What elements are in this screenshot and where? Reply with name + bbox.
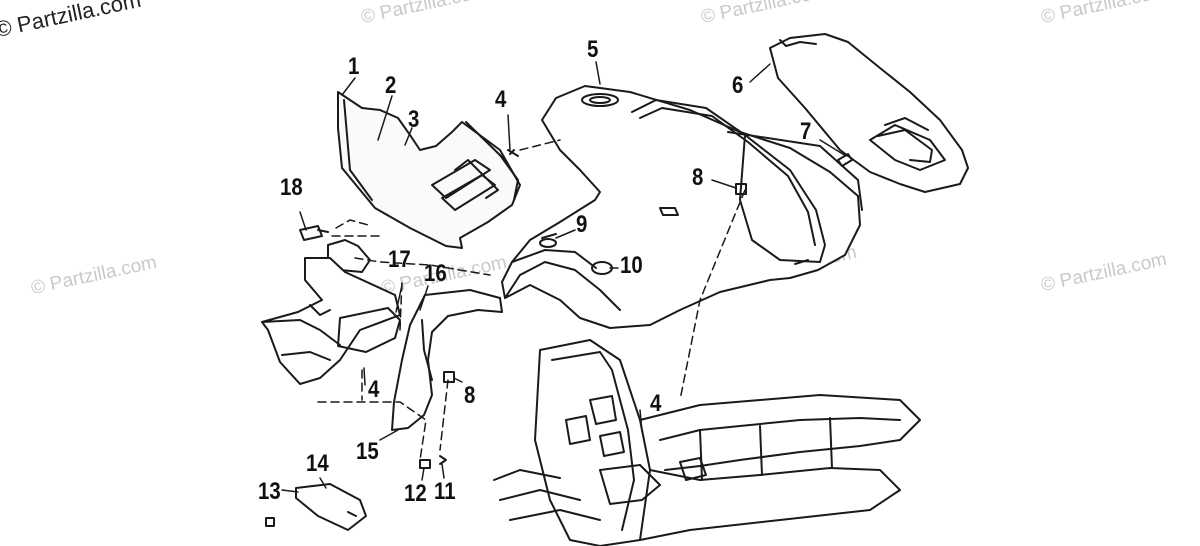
callout-11: 11 [434,478,456,505]
callout-9: 9 [576,211,588,238]
callout-8-lower: 8 [464,382,476,409]
frame-part [493,339,921,546]
callout-4-left: 4 [368,376,380,403]
fastener-part-9 [541,233,557,239]
callout-8-top: 8 [692,164,704,191]
side-panel-part [337,91,521,249]
nut-part-8-top [735,183,747,195]
callout-7: 7 [800,118,812,145]
nut-part-8-lower [443,371,455,383]
bolt-part-18 [299,225,329,241]
callout-4-frame: 4 [650,390,662,417]
callout-1: 1 [348,53,360,80]
callout-16: 16 [424,260,447,287]
callout-13: 13 [258,478,281,505]
callout-12: 12 [404,480,427,507]
callout-18: 18 [280,174,303,201]
nut-part-12 [419,459,431,469]
callout-6: 6 [732,72,744,99]
callout-5: 5 [587,36,599,63]
callout-2: 2 [385,72,397,99]
rear-cover-part [769,33,969,193]
footrest-assembly [261,239,401,385]
callout-10: 10 [620,252,643,279]
callout-17: 17 [388,246,411,273]
screw-part-4-top [507,149,519,157]
assembly-guide-lines [317,139,746,461]
callout-4-top: 4 [495,86,507,113]
washer-part-11 [439,455,447,465]
callout-14: 14 [306,450,329,477]
screw-part-13 [265,517,275,527]
front-fender-part [501,85,863,329]
callout-leader-lines [281,61,847,493]
callout-3: 3 [408,106,420,133]
mud-flap-part-15 [391,289,503,431]
bracket-part-14 [295,483,367,531]
callout-15: 15 [356,438,379,465]
